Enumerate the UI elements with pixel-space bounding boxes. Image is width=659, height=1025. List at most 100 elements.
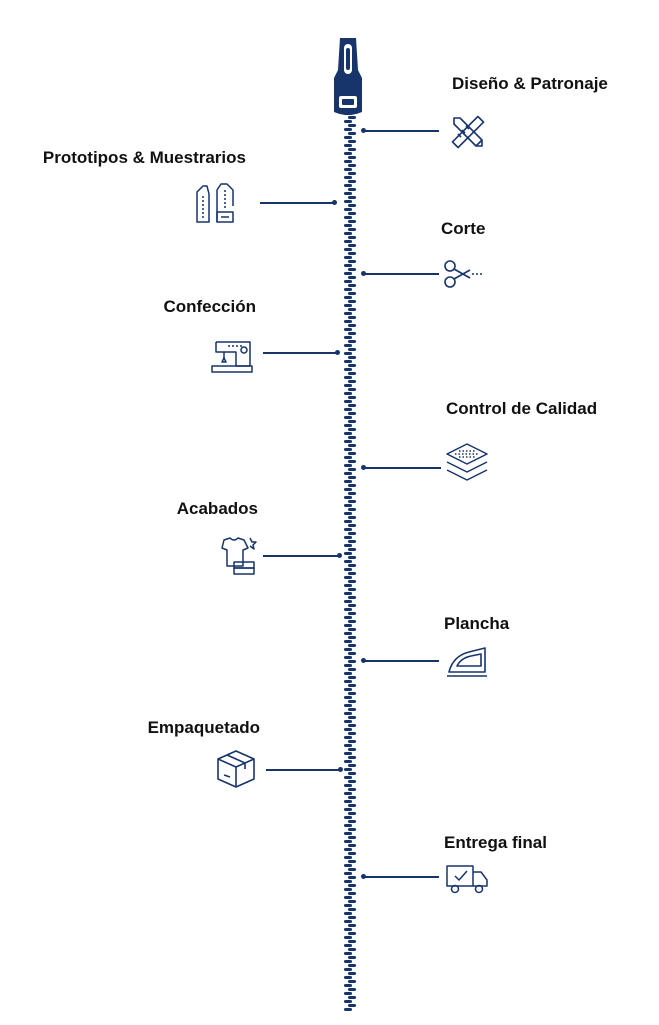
zipper-tooth xyxy=(348,220,356,223)
zipper-tooth xyxy=(348,908,356,911)
zipper-tooth xyxy=(344,920,352,923)
ruler-pencil-icon xyxy=(451,115,485,149)
zipper-tooth xyxy=(344,1000,352,1003)
zipper-tooth xyxy=(344,960,352,963)
zipper-tooth xyxy=(344,152,352,155)
zipper-tooth xyxy=(344,704,352,707)
step-label-plancha: Plancha xyxy=(444,614,510,633)
step-label-corte: Corte xyxy=(441,219,486,238)
zipper-tooth xyxy=(348,652,356,655)
zipper-tooth xyxy=(348,772,356,775)
zipper-tooth xyxy=(348,892,356,895)
zipper-tooth xyxy=(348,828,356,831)
zipper-tooth xyxy=(348,252,356,255)
zipper-tooth xyxy=(348,740,356,743)
zipper-tooth xyxy=(344,992,352,995)
zipper-tooth xyxy=(344,144,352,147)
zipper-tooth xyxy=(344,872,352,875)
zipper-tooth xyxy=(344,512,352,515)
step-label-prototipos-muestrarios: Prototipos & Muestrarios xyxy=(42,148,246,167)
zipper-tooth xyxy=(348,788,356,791)
zipper-tooth xyxy=(344,776,352,779)
zipper-tooth xyxy=(344,248,352,251)
zipper-tooth xyxy=(344,880,352,883)
zipper-tooth xyxy=(344,760,352,763)
zipper-tooth xyxy=(348,724,356,727)
zipper-tooth xyxy=(348,604,356,607)
zipper-tooth xyxy=(348,244,356,247)
zipper-tooth xyxy=(344,400,352,403)
zipper-tooth xyxy=(348,124,356,127)
zipper-tooth xyxy=(348,508,356,511)
zipper-tooth xyxy=(348,444,356,447)
zipper-tooth xyxy=(344,648,352,651)
zipper-tooth xyxy=(348,420,356,423)
zipper-tooth xyxy=(348,900,356,903)
zipper-tooth xyxy=(348,948,356,951)
zipper-tooth xyxy=(348,396,356,399)
zipper-tooth xyxy=(348,876,356,879)
zipper-tooth xyxy=(348,532,356,535)
zipper-tooth xyxy=(348,588,356,591)
zipper-tooth xyxy=(344,608,352,611)
zipper-tooth xyxy=(344,656,352,659)
zipper-tooth xyxy=(348,596,356,599)
zipper-tooth xyxy=(344,624,352,627)
connector-line xyxy=(266,769,340,771)
zipper-tooth xyxy=(348,348,356,351)
zipper-tooth xyxy=(348,172,356,175)
zipper-tooth xyxy=(348,564,356,567)
zipper-tooth xyxy=(344,408,352,411)
zipper-tooth xyxy=(348,156,356,159)
zipper-tooth xyxy=(344,728,352,731)
zipper-tooth xyxy=(348,372,356,375)
zipper-tooth xyxy=(348,524,356,527)
zipper-tooth xyxy=(344,424,352,427)
zipper-tooth xyxy=(348,300,356,303)
step-label-empaquetado: Empaquetado xyxy=(147,718,260,737)
zipper-tooth xyxy=(344,592,352,595)
zipper-tooth xyxy=(344,816,352,819)
zipper-tooth xyxy=(348,412,356,415)
zipper-tooth xyxy=(348,324,356,327)
connector-dot xyxy=(361,465,366,470)
connector-dot xyxy=(337,553,342,558)
zipper-tooth xyxy=(344,480,352,483)
zipper-tooth xyxy=(348,636,356,639)
zipper-tooth xyxy=(348,492,356,495)
zipper-tooth xyxy=(348,428,356,431)
zipper-tooth xyxy=(344,568,352,571)
connector-line xyxy=(363,660,439,662)
step-label-control-de-calidad: Control de Calidad xyxy=(446,399,598,418)
zipper-tooth xyxy=(348,868,356,871)
fabric-layers-icon xyxy=(446,443,488,481)
zipper-tooth xyxy=(348,852,356,855)
zipper-tooth xyxy=(348,340,356,343)
zipper-tooth xyxy=(348,732,356,735)
zipper-teeth xyxy=(344,112,356,1011)
zipper-tooth xyxy=(344,736,352,739)
zipper-tooth xyxy=(344,488,352,491)
zipper-tooth xyxy=(348,284,356,287)
zipper-tooth xyxy=(344,968,352,971)
zipper-tooth xyxy=(348,204,356,207)
zipper-tooth xyxy=(344,584,352,587)
zipper-tooth xyxy=(344,640,352,643)
zipper-tooth xyxy=(344,792,352,795)
zipper-tooth xyxy=(344,176,352,179)
zipper-tooth xyxy=(344,856,352,859)
zipper-tooth xyxy=(344,288,352,291)
zipper-tooth xyxy=(344,224,352,227)
zipper-tooth xyxy=(348,708,356,711)
zipper-tooth xyxy=(344,360,352,363)
zipper-tooth xyxy=(348,940,356,943)
zipper-tooth xyxy=(344,160,352,163)
zipper-tooth xyxy=(348,380,356,383)
zipper-tooth xyxy=(344,784,352,787)
box-icon xyxy=(217,750,255,788)
zipper-tooth xyxy=(348,476,356,479)
zipper-tooth xyxy=(348,964,356,967)
step-label-acabados: Acabados xyxy=(176,499,258,518)
zipper-tooth xyxy=(348,356,356,359)
delivery-truck-icon xyxy=(446,865,488,894)
